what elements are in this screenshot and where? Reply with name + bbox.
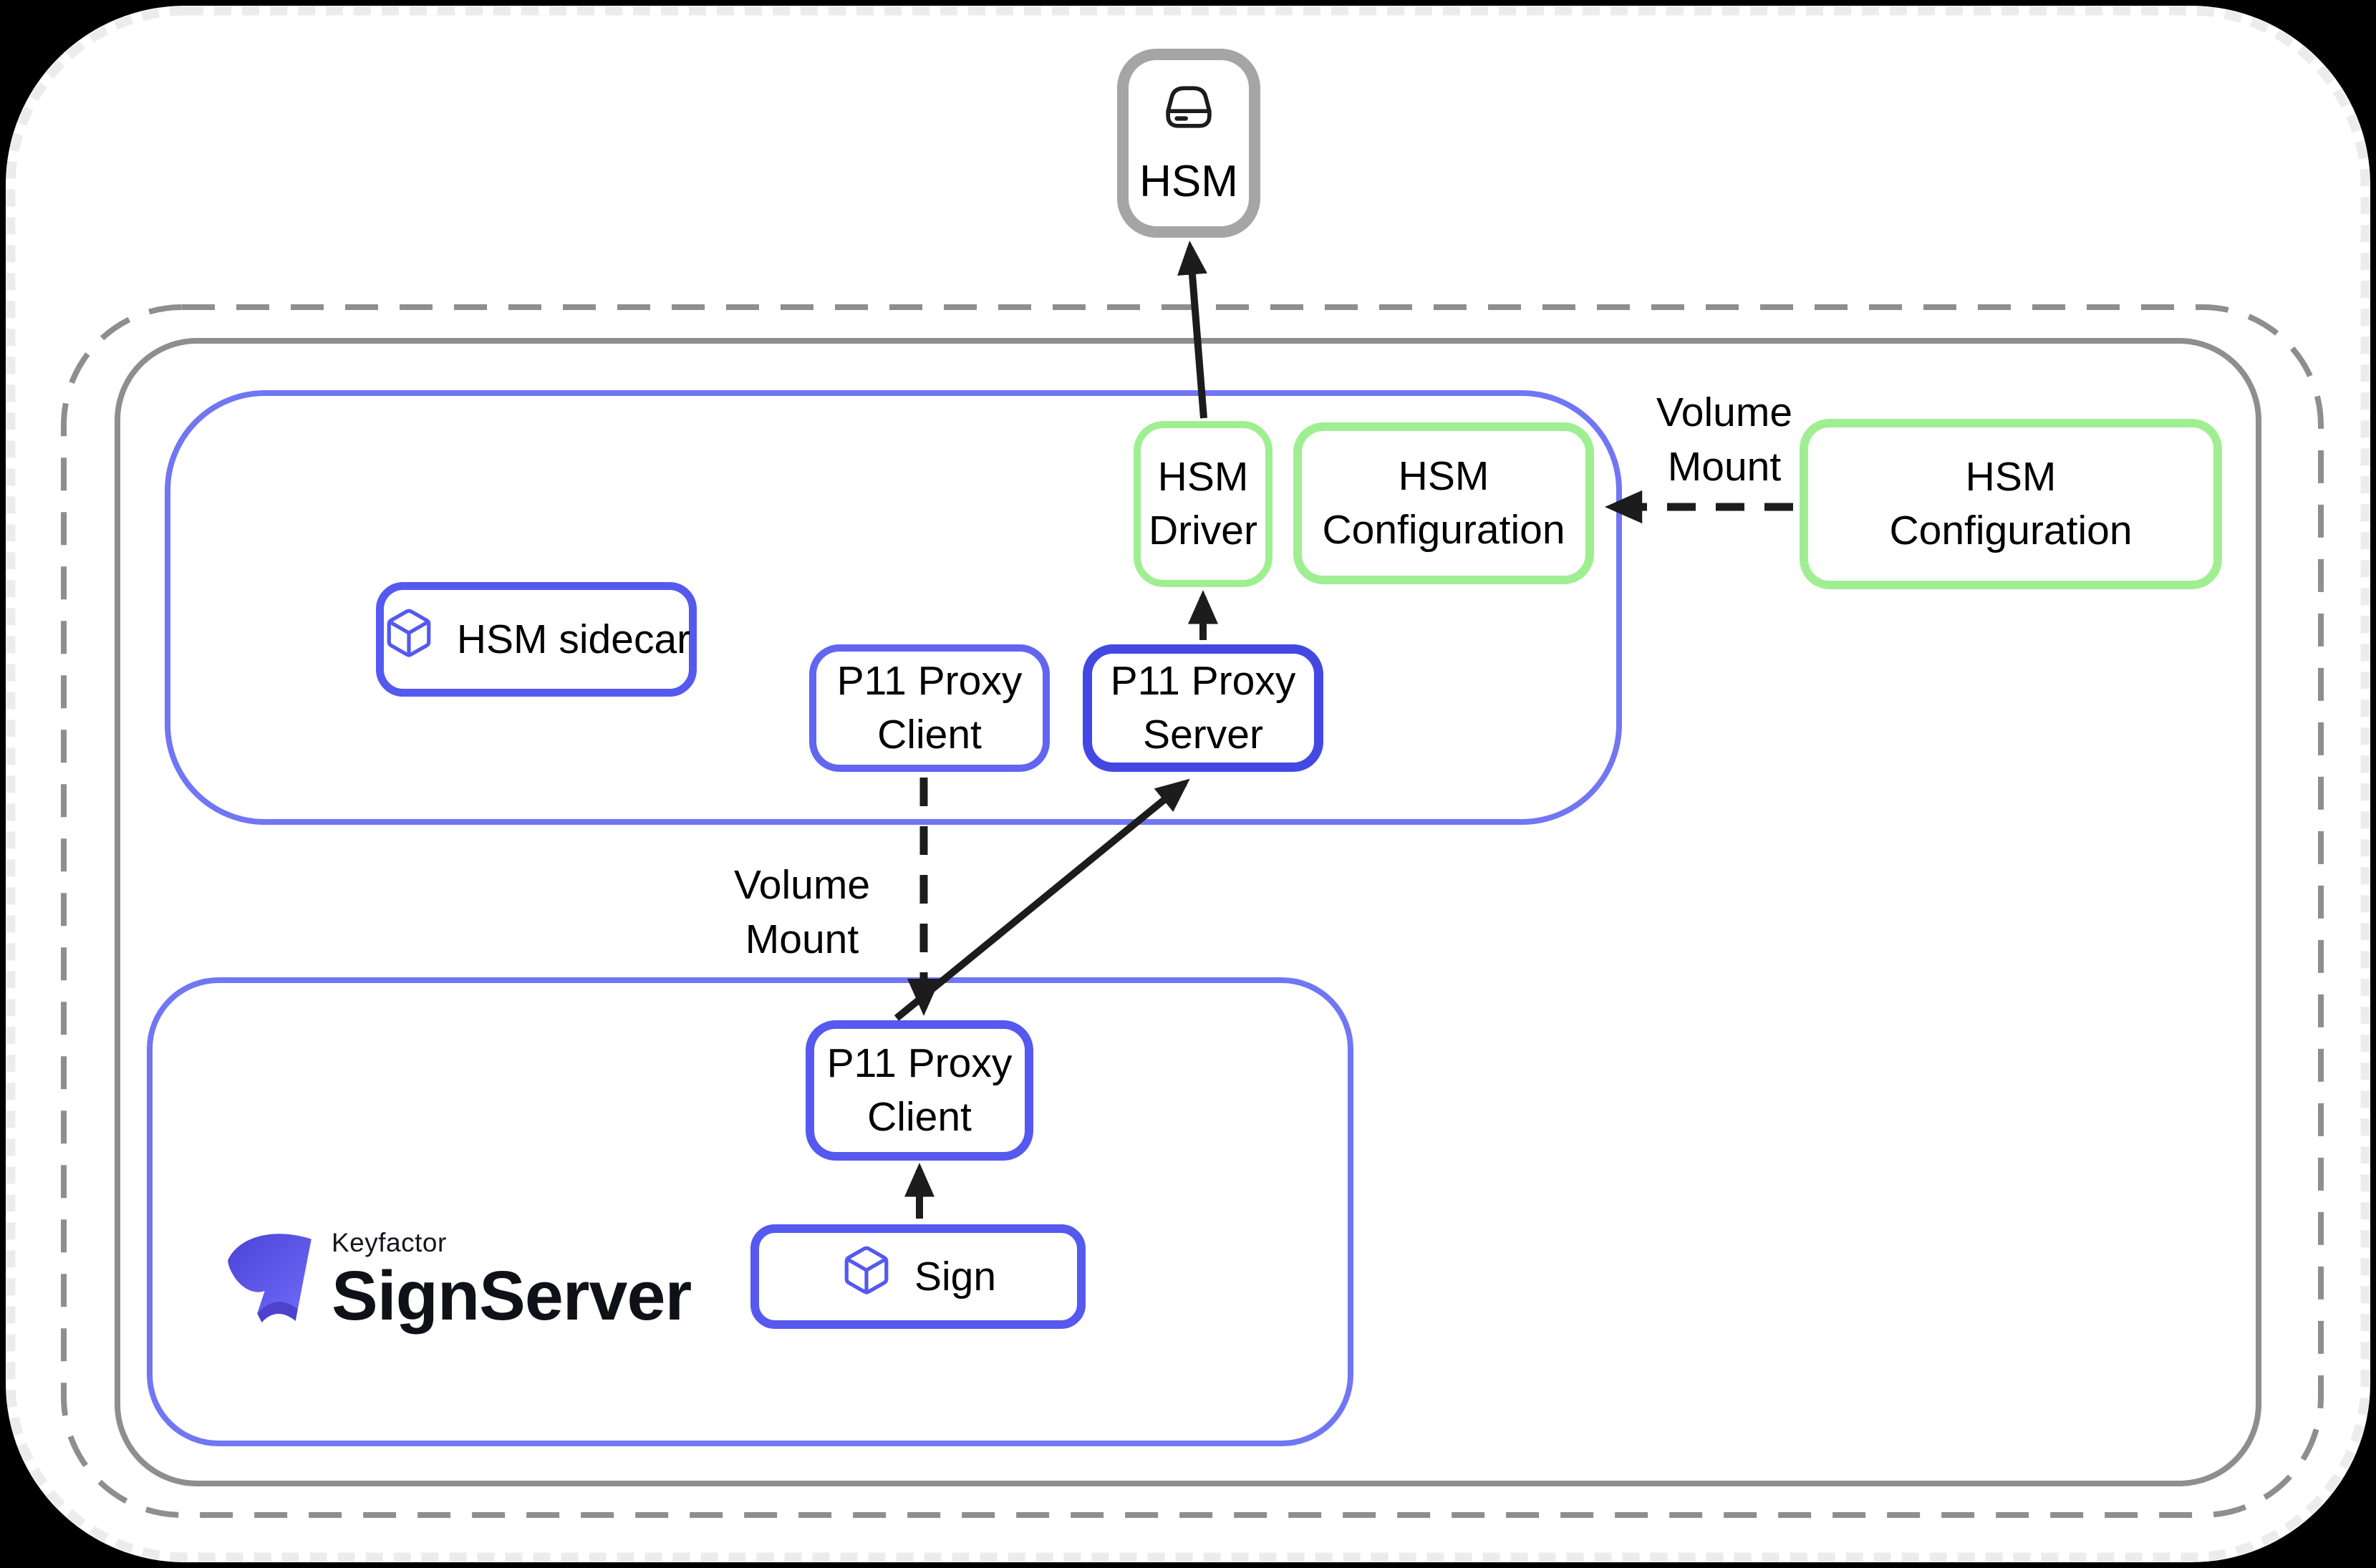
p11-proxy-server-line2: Server	[1143, 712, 1263, 758]
cube-icon	[382, 606, 435, 673]
hsm-driver-node: HSM Driver	[1134, 421, 1272, 587]
hsm-configuration-inner-node: HSM Configuration	[1293, 422, 1594, 584]
hsm-label: HSM	[1139, 156, 1238, 206]
volume-mount-middle-line1: Volume	[733, 862, 871, 908]
logo-brand-text: Keyfactor	[332, 1228, 447, 1257]
keyfactor-signserver-logo: Keyfactor SignServer	[224, 1226, 692, 1335]
hsm-configuration-outer-line2: Configuration	[1889, 508, 2133, 553]
p11-proxy-client-lower-node: P11 Proxy Client	[806, 1020, 1033, 1161]
hsm-configuration-inner-line1: HSM	[1398, 453, 1489, 499]
p11-proxy-client-upper-node: P11 Proxy Client	[809, 644, 1050, 772]
sign-node: Sign	[750, 1224, 1086, 1329]
signserver-pod	[147, 977, 1353, 1446]
p11-proxy-server-line1: P11 Proxy	[1110, 658, 1296, 704]
hsm-configuration-outer-node: HSM Configuration	[1800, 419, 2222, 589]
hsm-driver-line1: HSM	[1157, 454, 1249, 500]
hsm-driver-line2: Driver	[1149, 508, 1257, 553]
hsm-sidecar-node: HSM sidecar	[376, 582, 697, 697]
volume-mount-right-line2: Mount	[1667, 444, 1782, 490]
drive-icon	[1159, 83, 1219, 138]
keyfactor-mark-icon	[224, 1226, 314, 1325]
p11-proxy-client-upper-line1: P11 Proxy	[836, 658, 1023, 704]
hsm-configuration-inner-line2: Configuration	[1322, 507, 1565, 553]
cube-icon	[840, 1244, 893, 1310]
sign-label: Sign	[914, 1253, 997, 1300]
volume-mount-label-right: Volume Mount	[1635, 385, 1814, 494]
volume-mount-label-middle: Volume Mount	[716, 858, 888, 967]
volume-mount-right-line1: Volume	[1656, 389, 1793, 435]
hsm-sidecar-label: HSM sidecar	[456, 616, 691, 662]
p11-proxy-client-lower-line1: P11 Proxy	[826, 1040, 1013, 1086]
volume-mount-middle-line2: Mount	[745, 916, 859, 962]
hsm-configuration-outer-line1: HSM	[1965, 454, 2057, 500]
p11-proxy-client-lower-line2: Client	[867, 1094, 972, 1140]
hsm-node: HSM	[1117, 49, 1260, 238]
p11-proxy-server-node: P11 Proxy Server	[1083, 644, 1323, 772]
p11-proxy-client-upper-line2: Client	[877, 712, 982, 758]
logo-product-text: SignServer	[332, 1257, 692, 1335]
